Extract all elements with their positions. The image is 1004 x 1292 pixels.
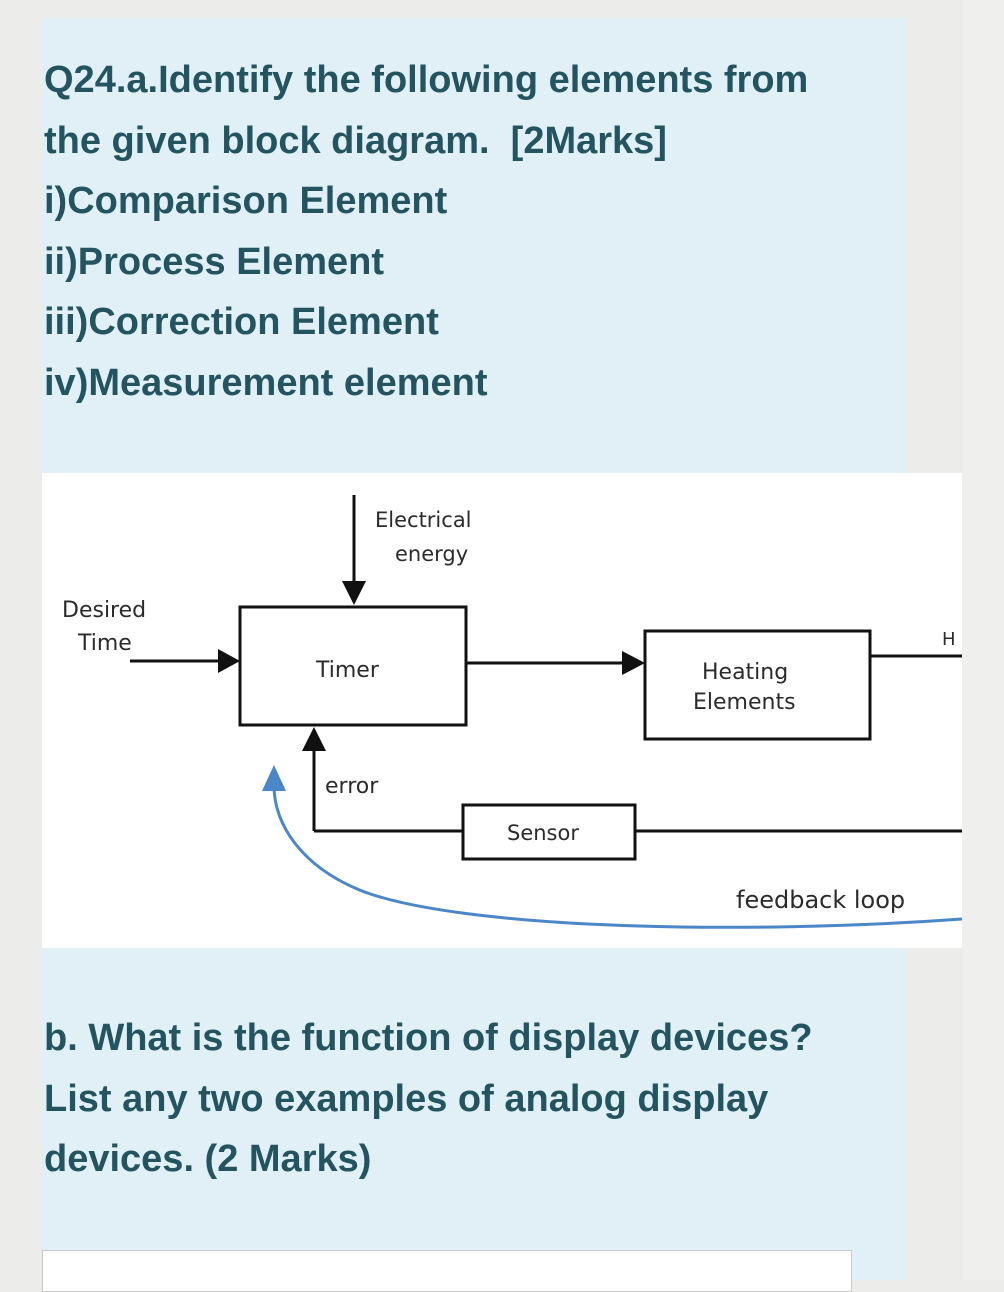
input-label-line-2: Time xyxy=(77,631,132,656)
block-diagram-svg: Electrical energy Desired Time Timer Hea… xyxy=(62,495,962,929)
input-arrowhead xyxy=(218,649,240,673)
error-arrowhead xyxy=(302,727,326,751)
input-label-line-1: Desired xyxy=(62,598,146,623)
block-diagram: Electrical energy Desired Time Timer Hea… xyxy=(42,473,962,948)
question-a-line-3: i)Comparison Element xyxy=(44,180,448,222)
output-label: H xyxy=(942,629,956,650)
energy-arrowhead xyxy=(342,581,366,605)
feedback-loop-arrowhead xyxy=(262,765,286,791)
error-label: error xyxy=(325,774,379,799)
question-a-line-5: iii)Correction Element xyxy=(44,301,439,343)
page-margin-right xyxy=(962,0,1004,1280)
question-b-card: b. What is the function of display devic… xyxy=(42,948,906,1292)
question-a-line-1: Q24.a.Identify the following elements fr… xyxy=(44,59,809,101)
question-b-line-1: b. What is the function of display devic… xyxy=(44,1017,813,1059)
question-b-text: b. What is the function of display devic… xyxy=(44,1008,813,1190)
sensor-label: Sensor xyxy=(507,821,579,845)
question-a-card: Q24.a.Identify the following elements fr… xyxy=(42,18,906,473)
energy-label-line-2: energy xyxy=(395,542,468,566)
feedback-loop-label: feedback loop xyxy=(736,886,905,914)
energy-label-line-1: Electrical xyxy=(375,508,472,532)
timer-to-heating-arrowhead xyxy=(622,651,645,675)
question-a-line-4: ii)Process Element xyxy=(44,240,385,283)
timer-label: Timer xyxy=(315,658,380,683)
heating-label-line-2: Elements xyxy=(693,690,796,715)
question-a-line-6: iv)Measurement element xyxy=(44,361,488,404)
question-a-text: Q24.a.Identify the following elements fr… xyxy=(44,50,808,413)
question-b-line-3: devices. (2 Marks) xyxy=(44,1138,372,1180)
question-b-line-2: List any two examples of analog display xyxy=(44,1077,769,1120)
heating-block xyxy=(643,629,872,741)
timer-block xyxy=(238,605,468,727)
feedback-loop-curve xyxy=(272,784,962,929)
heating-label-line-1: Heating xyxy=(702,660,788,685)
question-a-line-2: the given block diagram. [2Marks] xyxy=(44,119,667,162)
answer-input[interactable] xyxy=(42,1250,852,1292)
